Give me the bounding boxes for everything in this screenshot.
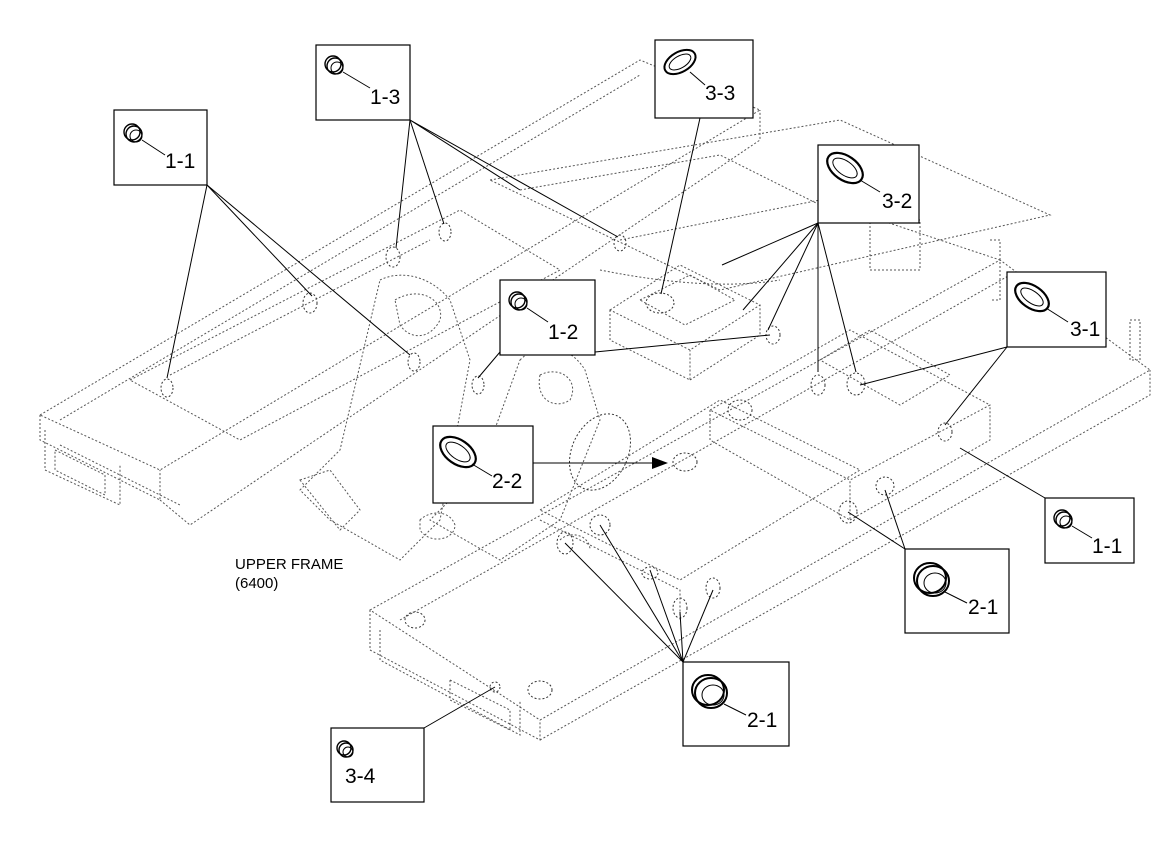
callout-2-1-lower[interactable]: 2-1 xyxy=(682,661,790,747)
callout-label: 3-3 xyxy=(705,82,735,105)
callout-label: 1-3 xyxy=(370,86,400,109)
callout-label: 2-1 xyxy=(747,709,777,732)
frame-title-line2: (6400) xyxy=(235,575,278,592)
callout-3-2[interactable]: 3-2 xyxy=(817,144,920,224)
callout-1-3[interactable]: 1-3 xyxy=(315,44,411,121)
callout-1-1-right[interactable]: 1-1 xyxy=(1044,497,1135,564)
callout-label: 3-2 xyxy=(882,190,912,213)
plug-icon xyxy=(913,562,968,604)
plug-icon xyxy=(826,151,881,193)
callout-3-1[interactable]: 3-1 xyxy=(1006,271,1107,348)
plug-icon xyxy=(663,48,706,86)
plug-icon xyxy=(336,740,354,758)
plug-icon xyxy=(1014,281,1069,323)
callout-label: 2-2 xyxy=(492,470,522,493)
leader-lines xyxy=(166,117,1046,729)
callout-1-2[interactable]: 1-2 xyxy=(499,279,596,356)
callout-1-1-top[interactable]: 1-1 xyxy=(113,109,208,186)
plug-icon xyxy=(123,123,166,156)
plug-icon xyxy=(324,55,371,89)
frame-title-line1: UPPER FRAME xyxy=(235,556,343,573)
plug-icon xyxy=(508,291,549,323)
callout-label: 3-4 xyxy=(345,765,376,788)
callout-2-2[interactable]: 2-2 xyxy=(432,425,534,504)
plug-icon xyxy=(691,674,747,716)
upper-frame-drawing xyxy=(38,59,1151,741)
plug-icon xyxy=(1053,509,1093,539)
callout-label: 2-1 xyxy=(968,596,998,619)
frame-title: UPPER FRAME (6400) xyxy=(235,556,343,592)
callout-label: 1-1 xyxy=(165,150,195,173)
callout-3-3[interactable]: 3-3 xyxy=(654,39,754,119)
callout-3-4[interactable]: 3-4 xyxy=(330,727,425,803)
callout-label: 1-2 xyxy=(548,321,578,344)
callout-label: 3-1 xyxy=(1070,318,1100,341)
callout-label: 1-1 xyxy=(1092,535,1122,558)
callout-2-1-right[interactable]: 2-1 xyxy=(904,548,1010,634)
plug-icon xyxy=(439,435,493,477)
